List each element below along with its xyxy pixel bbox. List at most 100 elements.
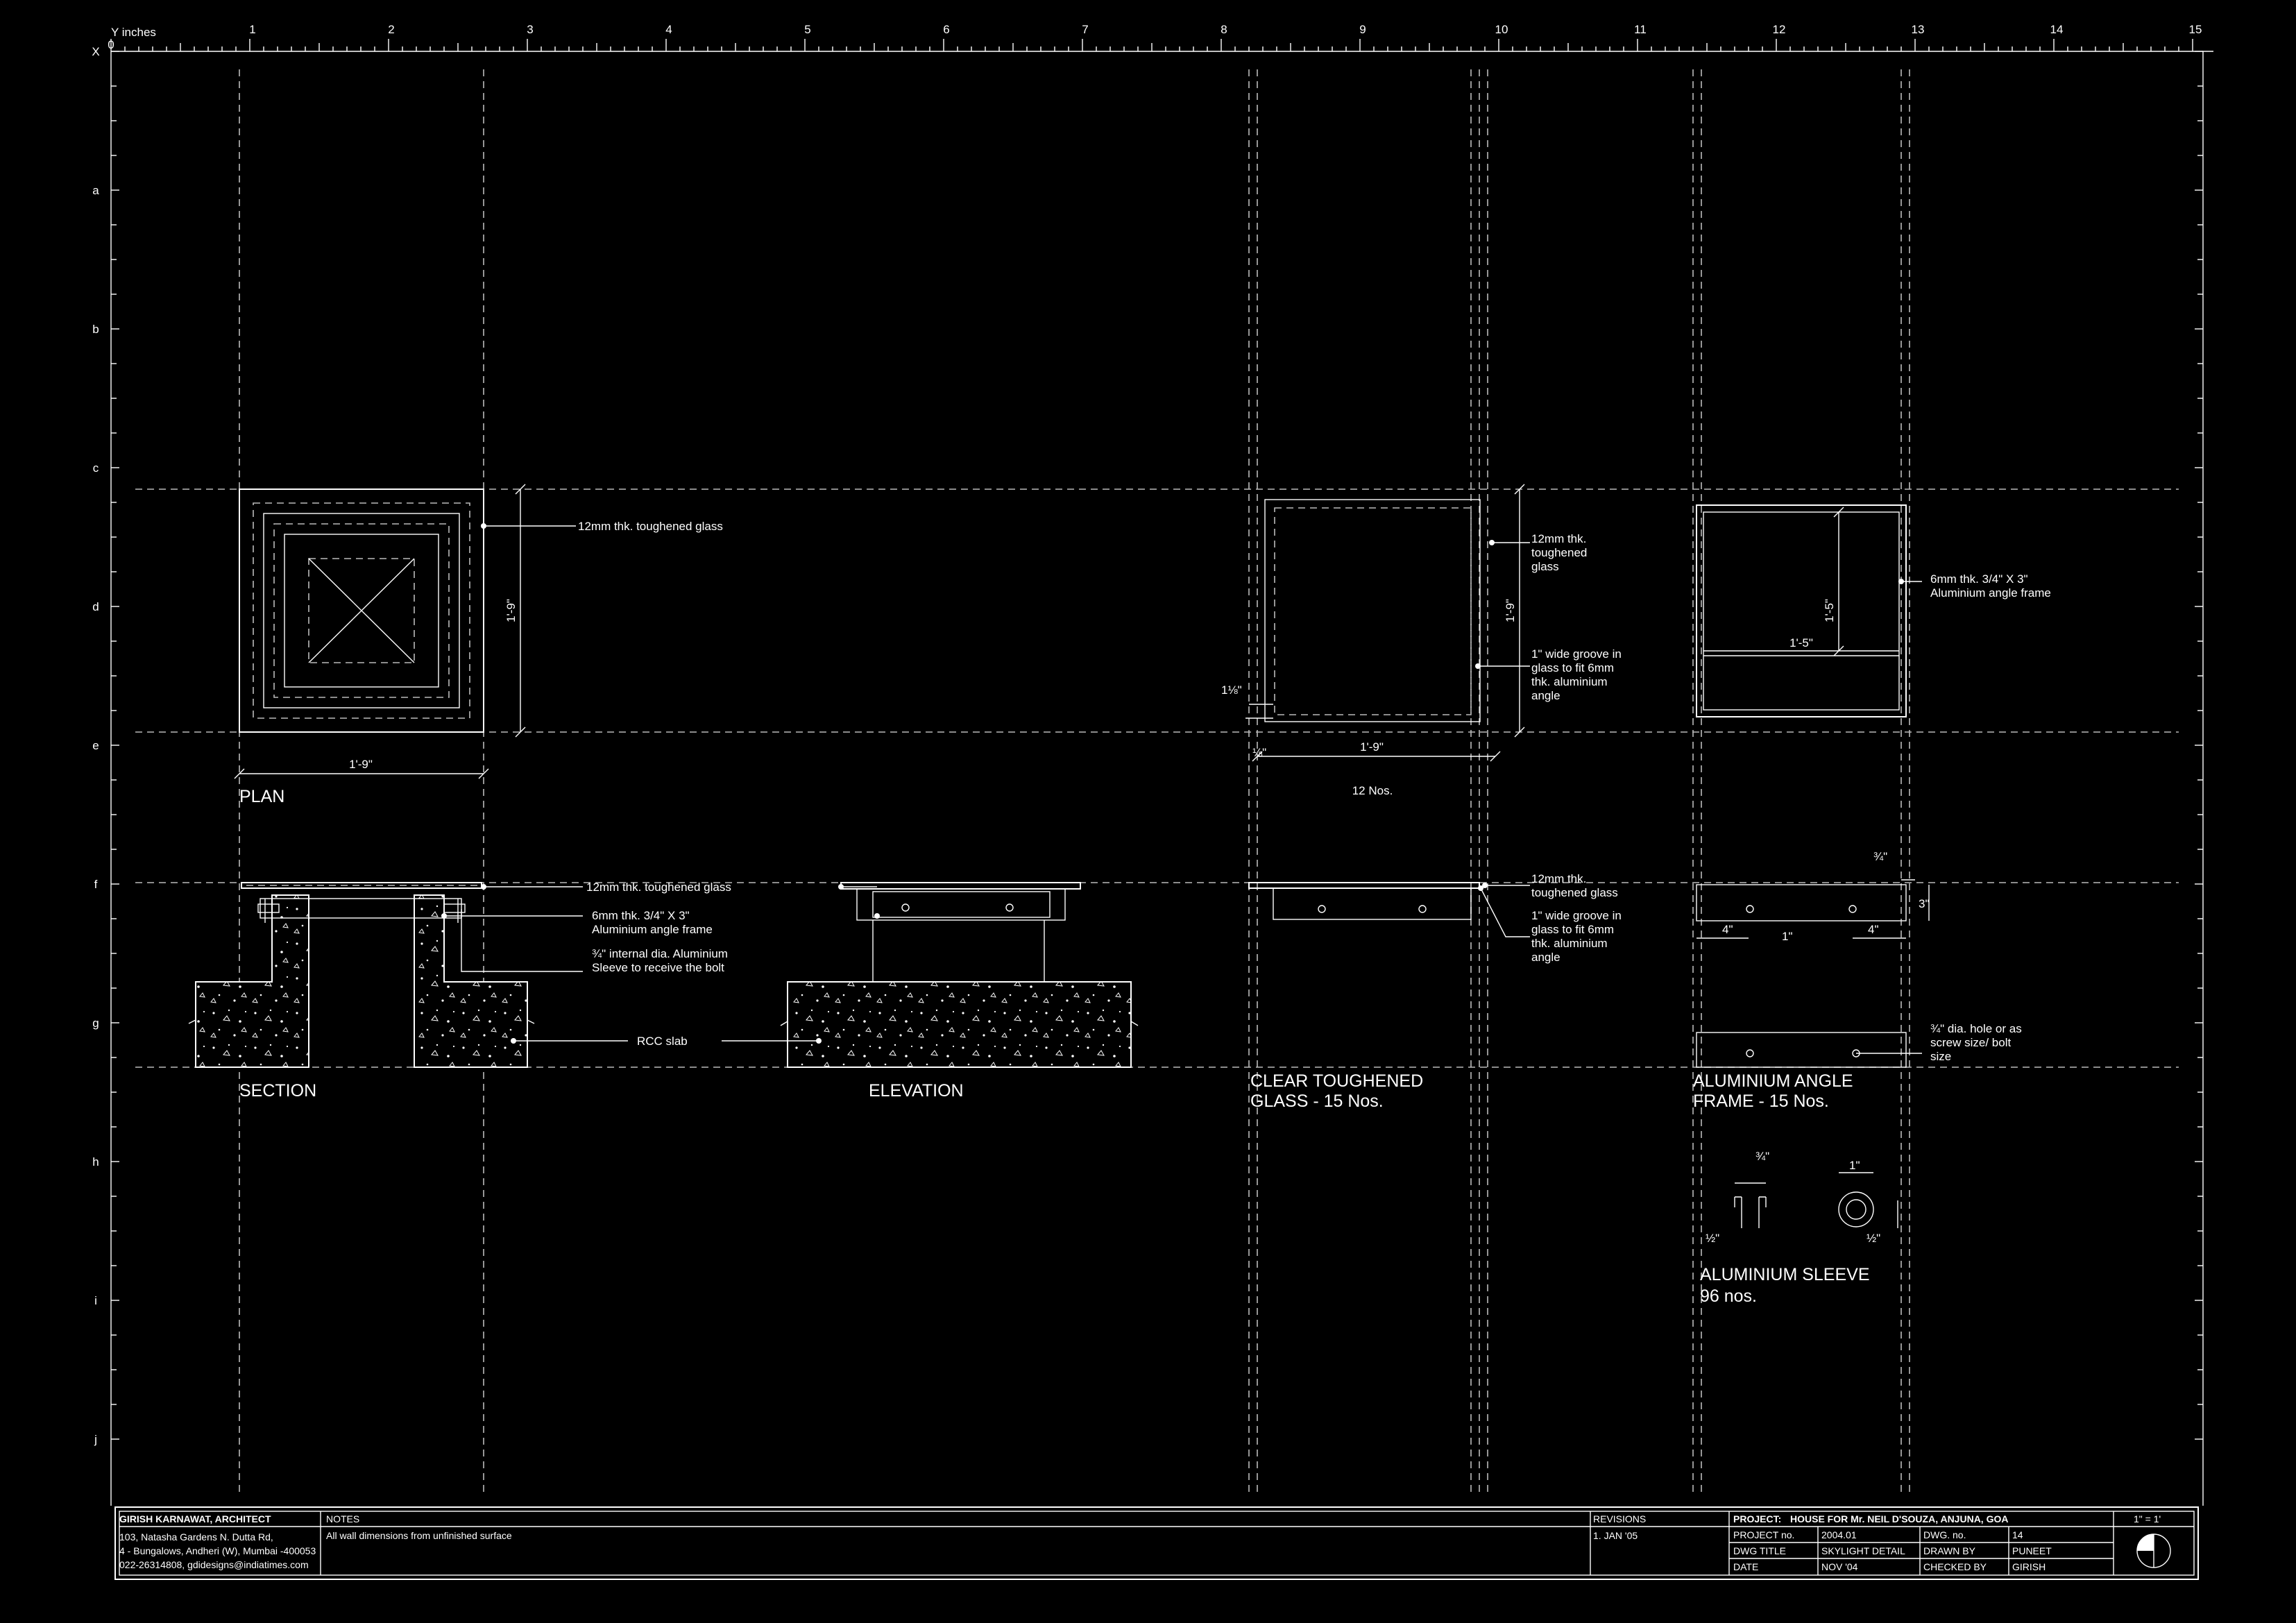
glass-label-d-4: angle xyxy=(1531,951,1561,964)
section-frame-label-2: Aluminium angle frame xyxy=(592,923,713,936)
notes-heading: NOTES xyxy=(326,1513,359,1524)
frame-hole-label-3: size xyxy=(1930,1050,1951,1063)
architect-address-3: 022-26314808, gdidesigns@indiatimes.com xyxy=(119,1559,309,1570)
glass-label-a-3: glass xyxy=(1531,560,1559,573)
glass-title-2: GLASS - 15 Nos. xyxy=(1250,1091,1384,1111)
y-ruler-label: g xyxy=(92,1017,99,1030)
plan-glass-label: 12mm thk. toughened glass xyxy=(578,520,723,533)
sleeve-dim-a: ¾" xyxy=(1755,1150,1769,1163)
frame-hole-label-1: ¾" dia. hole or as xyxy=(1930,1022,2022,1035)
x-ruler-label: 15 xyxy=(2189,23,2202,36)
drawn-by: PUNEET xyxy=(2012,1545,2052,1556)
glass-label-d-2: glass to fit 6mm xyxy=(1531,923,1614,936)
glass-dim-horizontal: 1'-9" xyxy=(1360,740,1384,754)
frame-dim-side: 3" xyxy=(1919,897,1930,910)
frame-label-2: Aluminium angle frame xyxy=(1930,586,2051,600)
sleeve-dim-b: 1" xyxy=(1849,1159,1860,1172)
y-ruler-label: h xyxy=(92,1155,99,1169)
section-glass-label: 12mm thk. toughened glass xyxy=(586,881,731,894)
revisions-heading: REVISIONS xyxy=(1593,1513,1646,1524)
glass-dim-vertical: 1'-9" xyxy=(1504,599,1517,622)
x-ruler-label: 4 xyxy=(665,23,672,36)
glass-label-d-1: 1" wide groove in xyxy=(1531,909,1622,922)
x-ruler-label: 6 xyxy=(943,23,949,36)
plan-dim-horizontal: 1'-9" xyxy=(349,758,373,771)
section-sleeve-label-2: Sleeve to receive the bolt xyxy=(592,961,724,974)
section-sleeve-label-1: ¾" internal dia. Aluminium xyxy=(592,947,728,960)
x-ruler-label: 8 xyxy=(1221,23,1227,36)
frame-dim-vertical: 1'-5" xyxy=(1823,599,1836,622)
plan-dim-vertical: 1'-9" xyxy=(504,599,518,622)
glass-label-b-3: thk. aluminium xyxy=(1531,675,1608,688)
y-ruler-label: i xyxy=(94,1294,97,1307)
glass-label-c-2: toughened glass xyxy=(1531,886,1618,899)
x-ruler-label: 2 xyxy=(388,23,394,36)
scale: 1" = 1' xyxy=(2134,1513,2161,1524)
frame-dim-horizontal: 1'-5" xyxy=(1789,636,1813,649)
glass-label-b-1: 1" wide groove in xyxy=(1531,647,1622,661)
frame-plan-view xyxy=(1696,504,1922,717)
section-title: SECTION xyxy=(239,1081,316,1101)
architect-name: GIRISH KARNAWAT, ARCHITECT xyxy=(119,1513,271,1524)
frame-title-1: ALUMINIUM ANGLE xyxy=(1693,1071,1853,1091)
dwg-title: SKYLIGHT DETAIL xyxy=(1821,1545,1905,1556)
y-ruler-label: f xyxy=(94,878,98,891)
checked-by-label: CHECKED BY xyxy=(1923,1561,1987,1572)
frame-dim-top: ¾" xyxy=(1873,850,1887,863)
dwg-no: 14 xyxy=(2012,1529,2023,1540)
y-ruler-label: a xyxy=(92,184,99,197)
x-ruler-label: 0 xyxy=(108,38,114,51)
date: NOV '04 xyxy=(1821,1561,1858,1572)
glass-dim-tiny: ⅛" xyxy=(1252,746,1266,759)
frame-title-2: FRAME - 15 Nos. xyxy=(1693,1091,1829,1111)
date-label: DATE xyxy=(1733,1561,1758,1572)
rcc-slab-label: RCC slab xyxy=(637,1035,688,1048)
x-ruler-label: 1 xyxy=(249,23,255,36)
glass-dim-small: 1⅛" xyxy=(1221,683,1242,697)
y-ruler-label: d xyxy=(92,600,99,613)
project-no-label: PROJECT no. xyxy=(1733,1529,1794,1540)
section-view xyxy=(188,882,628,1068)
y-ruler-label: X xyxy=(92,45,99,58)
revision-1: 1. JAN '05 xyxy=(1593,1530,1638,1541)
project-value: HOUSE FOR Mr. NEIL D'SOUZA, ANJUNA, GOA xyxy=(1790,1513,2008,1524)
checked-by: GIRISH xyxy=(2012,1561,2046,1572)
frame-dim-left: 4" xyxy=(1722,923,1733,936)
x-ruler-label: 11 xyxy=(1634,23,1647,36)
glass-label-d-3: thk. aluminium xyxy=(1531,937,1608,950)
glass-label-b-4: angle xyxy=(1531,689,1561,702)
dwg-no-label: DWG. no. xyxy=(1923,1529,1966,1540)
sleeve-dim-d: ½" xyxy=(1866,1232,1880,1245)
y-ruler-label: j xyxy=(94,1433,97,1446)
x-ruler-label: 13 xyxy=(1912,23,1925,36)
x-ruler-label: 14 xyxy=(2050,23,2064,36)
x-ruler-label: 3 xyxy=(527,23,533,36)
glass-title-1: CLEAR TOUGHENED xyxy=(1250,1071,1423,1091)
x-ruler-label: 9 xyxy=(1359,23,1366,36)
elevation-view xyxy=(722,882,1139,1068)
y-ruler-label: b xyxy=(92,323,99,336)
y-ruler-label: e xyxy=(92,739,99,752)
project-no: 2004.01 xyxy=(1821,1529,1857,1540)
x-ruler-label: 12 xyxy=(1773,23,1786,36)
glass-section-view xyxy=(1248,882,1530,937)
sleeve-dim-c: ½" xyxy=(1706,1232,1719,1245)
notes-body: All wall dimensions from unfinished surf… xyxy=(326,1530,512,1541)
title-block xyxy=(114,1506,2199,1580)
ruler-frame xyxy=(110,39,2213,1506)
x-ruler-label: 7 xyxy=(1082,23,1088,36)
elevation-title: ELEVATION xyxy=(869,1081,964,1101)
project-label: PROJECT: xyxy=(1733,1513,1781,1524)
section-frame-label-1: 6mm thk. 3/4" X 3" xyxy=(592,909,690,922)
plan-view xyxy=(234,484,576,779)
frame-hole-label-2: screw size/ bolt xyxy=(1930,1036,2011,1049)
frame-dim-right: 4" xyxy=(1868,923,1879,936)
glass-label-b-2: glass to fit 6mm xyxy=(1531,661,1614,674)
plan-title: PLAN xyxy=(239,787,284,806)
construction-lines xyxy=(135,69,2179,1492)
sleeve-title: ALUMINIUM SLEEVE xyxy=(1700,1265,1870,1284)
drawn-by-label: DRAWN BY xyxy=(1923,1545,1976,1556)
sleeve-count: 96 nos. xyxy=(1700,1286,1757,1306)
